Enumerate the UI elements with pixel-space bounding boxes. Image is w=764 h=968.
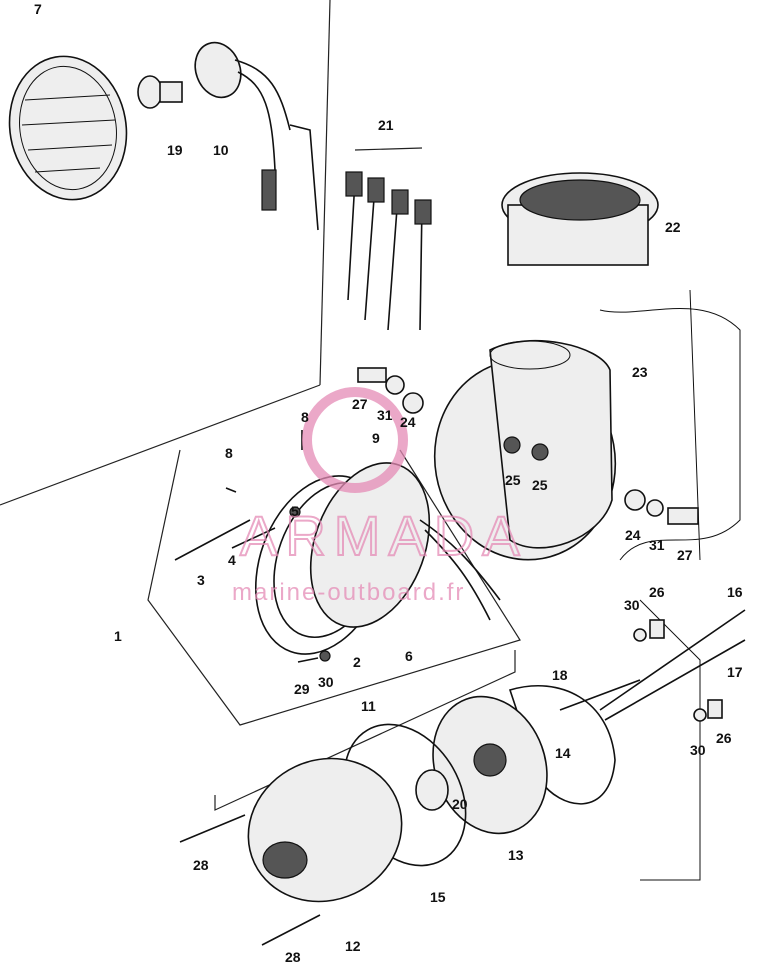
headlight-case bbox=[433, 339, 617, 561]
part-label-26-upper: 26 bbox=[649, 584, 665, 600]
part-label-27-right: 27 bbox=[677, 547, 693, 563]
watermark-brand: ARMADA bbox=[240, 504, 528, 567]
part-label-16: 16 bbox=[727, 584, 743, 600]
indicator-bulb-wires bbox=[345, 171, 432, 331]
cables-16-17 bbox=[599, 609, 746, 721]
part-label-6: 6 bbox=[405, 648, 413, 664]
bolt-set-lower bbox=[624, 489, 699, 525]
meter-assembly bbox=[501, 172, 659, 266]
part-label-5: 5 bbox=[291, 503, 299, 519]
headlight-lens bbox=[8, 55, 128, 201]
frame-line-diagonal bbox=[0, 384, 321, 506]
part-label-2: 2 bbox=[353, 654, 361, 670]
part-label-13: 13 bbox=[508, 847, 524, 863]
part-label-7: 7 bbox=[34, 1, 42, 17]
part-label-11: 11 bbox=[361, 698, 376, 714]
watermark-logo-icon bbox=[302, 387, 408, 493]
motorcycle-frame-outline bbox=[599, 289, 741, 881]
part-label-30-lower: 30 bbox=[690, 742, 706, 758]
part-label-4: 4 bbox=[228, 552, 236, 568]
part-label-1: 1 bbox=[114, 628, 122, 644]
part-label-24-top: 24 bbox=[400, 414, 416, 430]
part-label-28-lower: 28 bbox=[285, 949, 301, 965]
screws-8 bbox=[225, 430, 303, 493]
part-label-24-right: 24 bbox=[625, 527, 641, 543]
watermark: ARMADA marine-outboard.fr bbox=[232, 387, 528, 606]
tail-bulb bbox=[415, 769, 449, 811]
part-label-29: 29 bbox=[294, 681, 310, 697]
screw-29 bbox=[297, 650, 331, 663]
part-label-28-upper: 28 bbox=[193, 857, 209, 873]
part-label-20: 20 bbox=[452, 796, 468, 812]
frame-lines bbox=[0, 0, 521, 811]
tail-screws bbox=[179, 814, 321, 946]
tail-lens bbox=[247, 757, 403, 903]
part-label-9: 9 bbox=[372, 430, 380, 446]
gasket-plate bbox=[508, 679, 641, 805]
bolt-set-upper bbox=[357, 367, 424, 414]
part-label-15: 15 bbox=[430, 889, 446, 905]
bulb-socket bbox=[194, 41, 319, 231]
part-label-31-top: 31 bbox=[377, 407, 393, 423]
part-label-25-left: 25 bbox=[505, 472, 521, 488]
watermark-subtitle: marine-outboard.fr bbox=[232, 579, 465, 606]
part-label-3: 3 bbox=[197, 572, 205, 588]
part-label-8-left: 8 bbox=[225, 445, 233, 461]
part-label-27-top: 27 bbox=[352, 396, 368, 412]
part-label-22: 22 bbox=[665, 219, 681, 235]
group-bracket-21 bbox=[354, 147, 423, 151]
bulb bbox=[137, 75, 183, 109]
part-labels: 7 19 10 21 22 23 27 31 24 8 9 25 25 8 5 … bbox=[34, 1, 743, 965]
bolts-26-30 bbox=[633, 619, 723, 722]
part-label-23: 23 bbox=[632, 364, 648, 380]
part-label-30-upper: 30 bbox=[624, 597, 640, 613]
tail-lamp-base bbox=[432, 695, 548, 835]
part-label-12: 12 bbox=[345, 938, 361, 954]
frame-line-vertical bbox=[319, 0, 331, 386]
part-label-17: 17 bbox=[727, 664, 743, 680]
part-label-26-lower: 26 bbox=[716, 730, 732, 746]
part-label-21: 21 bbox=[378, 117, 394, 133]
part-label-19: 19 bbox=[167, 142, 183, 158]
part-label-25-right: 25 bbox=[532, 477, 548, 493]
part-label-10: 10 bbox=[213, 142, 229, 158]
part-label-18: 18 bbox=[552, 667, 568, 683]
part-label-30-left: 30 bbox=[318, 674, 334, 690]
adjust-screws bbox=[174, 506, 301, 561]
part-label-8-upper: 8 bbox=[301, 409, 309, 425]
group-bracket-1 bbox=[147, 449, 521, 726]
part-label-14: 14 bbox=[555, 745, 571, 761]
group-bracket-11 bbox=[214, 650, 516, 811]
part-label-31-right: 31 bbox=[649, 537, 665, 553]
